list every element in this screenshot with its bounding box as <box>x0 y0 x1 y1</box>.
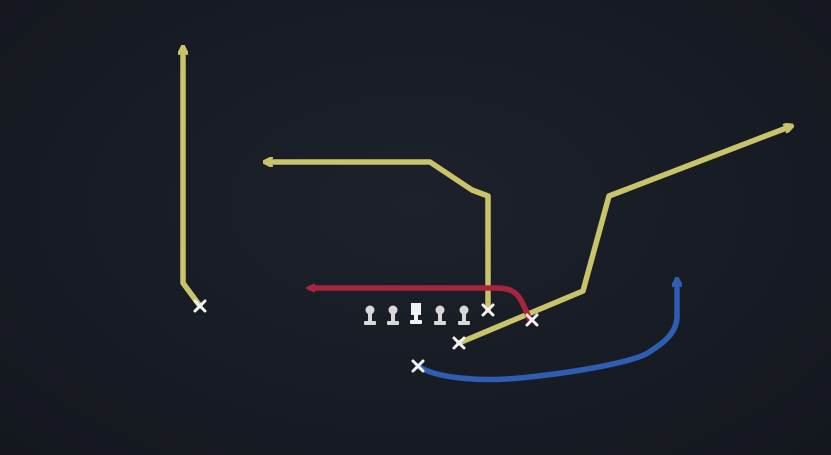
center-icon <box>410 303 422 324</box>
lineman-icon <box>387 305 399 325</box>
x-mark-icon <box>525 313 539 327</box>
outside-receiver-fly-route <box>183 50 203 309</box>
lineman-icon <box>364 305 376 325</box>
tight-end-corner-route <box>456 127 789 346</box>
back-flat-wheel-route <box>415 282 677 383</box>
offensive-line <box>364 303 470 325</box>
slot-receiver-out-route <box>268 162 491 313</box>
x-mark-icon <box>193 299 207 313</box>
player-markers <box>193 299 539 373</box>
x-mark-icon <box>452 336 466 350</box>
x-mark-icon <box>411 359 425 373</box>
lineman-icon <box>458 305 470 325</box>
lineman-icon <box>434 305 446 325</box>
x-mark-icon <box>481 303 495 317</box>
block-arrow-route <box>305 283 533 323</box>
